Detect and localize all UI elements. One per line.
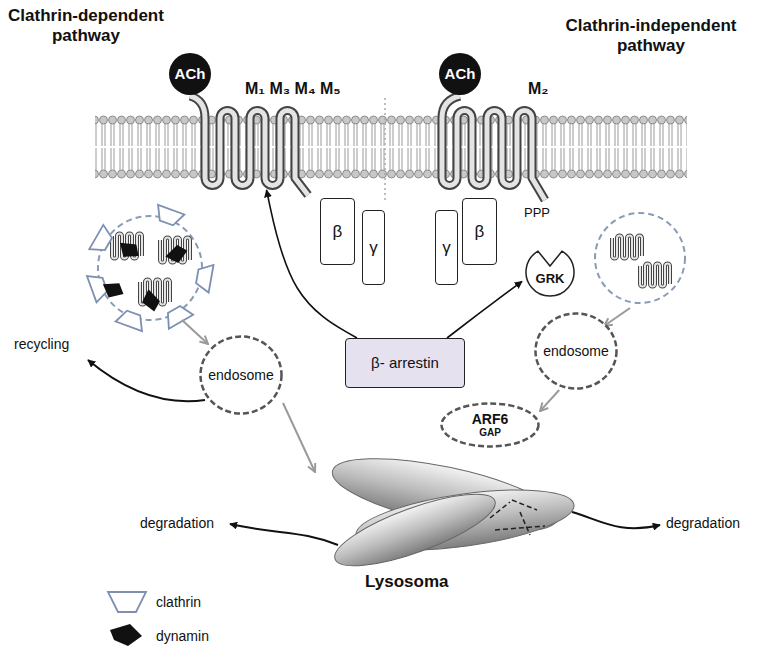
vesicle-membrane bbox=[595, 213, 685, 303]
endosome-circle: endosome bbox=[199, 335, 283, 415]
node-text: GAP bbox=[479, 427, 501, 439]
connector-arrow bbox=[283, 403, 315, 472]
kinase-outline bbox=[526, 251, 574, 296]
node-text: β- arrestin bbox=[371, 354, 439, 371]
process-label: recycling bbox=[14, 336, 94, 352]
connector-arrow bbox=[267, 190, 358, 338]
receptor-body bbox=[442, 96, 545, 200]
node-text: γ bbox=[369, 238, 378, 258]
receptor-outline bbox=[612, 236, 642, 259]
g-protein-subunit: γ bbox=[362, 210, 385, 285]
connector-arrow bbox=[540, 390, 559, 411]
node-text: Lysosoma bbox=[365, 572, 475, 592]
inner-leaflet bbox=[95, 147, 687, 179]
lipid-bilayer bbox=[95, 115, 687, 179]
kinase-shape: GRK bbox=[522, 245, 578, 297]
legend-symbols bbox=[108, 592, 146, 646]
receptor-outline bbox=[190, 96, 308, 195]
dynamin-symbol bbox=[101, 280, 125, 300]
node-text: β bbox=[333, 222, 343, 242]
lysosome-lobe bbox=[328, 480, 503, 579]
node-text: γ bbox=[442, 238, 451, 258]
degraded-receptor bbox=[495, 526, 545, 530]
ligand-circle: ACh bbox=[438, 52, 482, 96]
phosphate-label: PPP bbox=[524, 206, 564, 221]
uncoated-vesicle bbox=[595, 213, 685, 303]
g-protein-subunit: β bbox=[320, 198, 355, 265]
legend-text: dynamin bbox=[156, 628, 209, 644]
receptor-group bbox=[190, 96, 545, 200]
connector-arrow bbox=[447, 281, 522, 338]
ligand-circle: ACh bbox=[168, 52, 212, 96]
receptor-label: M₂ bbox=[440, 80, 568, 110]
dynamin-symbol bbox=[110, 624, 142, 646]
node-text: β bbox=[475, 222, 485, 242]
recycling-arrow bbox=[88, 360, 205, 401]
receptor-outline bbox=[640, 264, 670, 287]
node-text: GRK bbox=[536, 272, 565, 287]
clathrin-symbol bbox=[116, 308, 147, 331]
receptor-body bbox=[190, 96, 308, 195]
traffic-arrow bbox=[182, 320, 208, 344]
degraded-receptor bbox=[512, 500, 537, 510]
node-text: ACh bbox=[175, 65, 206, 82]
pathway-heading: Clathrin-dependent pathway bbox=[6, 6, 166, 45]
node-text: M₁ M₃ M₄ M₅ bbox=[245, 80, 373, 98]
pathway-divider bbox=[384, 98, 386, 200]
g-protein-subunit: γ bbox=[435, 210, 458, 285]
receptor-outline bbox=[442, 96, 545, 200]
vesicle-membrane bbox=[98, 216, 202, 320]
clathrin-symbol bbox=[195, 263, 214, 293]
dashed-membrane bbox=[201, 337, 282, 414]
dynamin-symbol bbox=[163, 242, 190, 267]
traffic-arrow bbox=[604, 308, 630, 326]
process-label: degradation bbox=[140, 515, 230, 531]
outer-leaflet bbox=[95, 115, 687, 147]
lysosome-shape: Lysosoma bbox=[315, 440, 580, 600]
dynamin-symbol bbox=[116, 239, 142, 262]
receptor-body bbox=[612, 236, 642, 259]
clathrin-coated-vesicle bbox=[87, 205, 214, 331]
dynamin-symbol bbox=[138, 287, 163, 314]
node-text: endosome bbox=[543, 343, 608, 359]
clathrin-symbol bbox=[89, 225, 115, 256]
g-protein-subunit: β bbox=[462, 198, 497, 265]
legend-text: clathrin bbox=[156, 594, 201, 610]
node-text: M₂ bbox=[528, 80, 564, 98]
node-text: endosome bbox=[208, 367, 273, 383]
endosome-circle: endosome bbox=[534, 312, 618, 390]
node-text: ACh bbox=[445, 65, 476, 82]
ligand-disc bbox=[169, 53, 211, 95]
dashed-membrane bbox=[442, 404, 539, 447]
degraded-receptor bbox=[520, 512, 530, 535]
arrestin-box: β- arrestin bbox=[345, 338, 465, 388]
clathrin-symbol bbox=[153, 205, 184, 228]
degraded-receptor bbox=[490, 502, 510, 518]
pathway-heading: Clathrin-independent pathway bbox=[545, 16, 757, 55]
clathrin-symbol bbox=[108, 592, 146, 612]
degradation-arrow bbox=[572, 512, 660, 528]
degradation-arrow bbox=[230, 524, 338, 545]
node-text: ARF6 bbox=[472, 411, 509, 427]
arf6-vesicle: ARF6GAP bbox=[440, 402, 540, 448]
receptor-label: M₁ M₃ M₄ M₅ bbox=[200, 80, 375, 190]
dashed-membrane bbox=[536, 314, 617, 389]
process-label: degradation bbox=[666, 515, 756, 531]
ligand-disc bbox=[439, 53, 481, 95]
receptor-body bbox=[640, 264, 670, 287]
